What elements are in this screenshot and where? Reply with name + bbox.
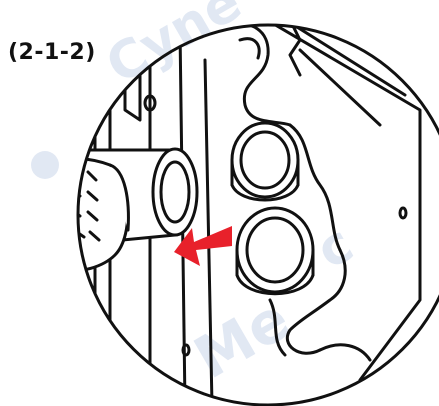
svg-text:c: c [307,214,364,281]
upper-ring [230,121,300,202]
step-label: (2-1-2) [8,40,96,65]
magnifier-outline [76,23,439,406]
nozzle-holder [228,25,372,362]
removal-arrow [174,226,232,266]
svg-text:Me: Me [183,285,301,392]
side-bracket [248,25,422,382]
lower-ring [235,206,315,296]
hot-air-gun [78,147,199,273]
svg-text:Cyne: Cyne [97,0,252,96]
